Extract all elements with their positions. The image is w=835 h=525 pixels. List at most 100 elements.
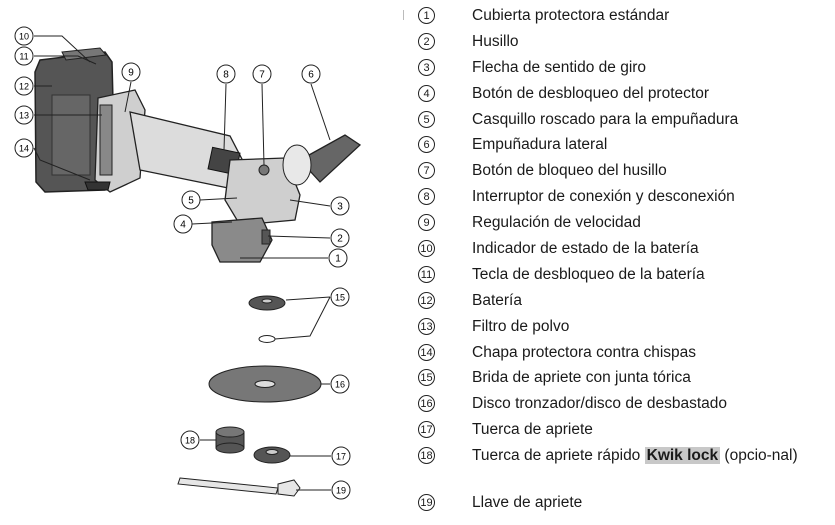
- legend-number: 18: [418, 447, 435, 465]
- callout-13: 13: [14, 105, 34, 125]
- callout-2: 2: [330, 228, 350, 248]
- legend-number: 12: [418, 291, 435, 309]
- legend-item-13: 13 Filtro de polvo: [418, 316, 818, 342]
- callout-11: 11: [14, 46, 34, 66]
- legend-text: Batería: [472, 291, 522, 309]
- side-handle-base-shape: [282, 144, 312, 186]
- svg-text:14: 14: [19, 144, 29, 154]
- callout-10: 10: [14, 26, 34, 46]
- callout-9: 9: [121, 62, 141, 82]
- legend-item-3: 3 Flecha de sentido de giro: [418, 57, 818, 83]
- callout-15: 15: [330, 287, 350, 307]
- svg-text:18: 18: [185, 436, 195, 446]
- parts-legend: 1 Cubierta protectora estándar 2 Husillo 3…: [418, 5, 818, 518]
- legend-item-6: 6 Empuñadura lateral: [418, 134, 818, 160]
- legend-number: 2: [418, 32, 435, 50]
- callout-1: 1: [328, 248, 348, 268]
- disc-drawing: [208, 365, 322, 403]
- spark-guard-shape: [84, 181, 111, 191]
- side-handle-shape: [298, 134, 362, 183]
- legend-text: Botón de bloqueo del husillo: [472, 162, 667, 180]
- legend-text: Botón de desbloqueo del protector: [472, 84, 709, 102]
- callout-12: 12: [14, 76, 34, 96]
- svg-text:4: 4: [180, 220, 186, 231]
- legend-text: Filtro de polvo: [472, 317, 570, 335]
- legend-text: Brida de apriete con junta tórica: [472, 369, 691, 387]
- svg-text:19: 19: [336, 486, 346, 496]
- legend-item-9: 9 Regulación de velocidad: [418, 212, 818, 238]
- svg-text:12: 12: [19, 82, 29, 92]
- svg-text:13: 13: [19, 111, 29, 121]
- nut-drawing: [253, 446, 291, 464]
- svg-text:8: 8: [223, 70, 229, 81]
- legend-item-7: 7 Botón de bloqueo del husillo: [418, 160, 818, 186]
- svg-text:17: 17: [336, 452, 346, 462]
- legend-text: Llave de apriete: [472, 494, 583, 512]
- legend-number: 9: [418, 214, 435, 232]
- svg-text:7: 7: [259, 70, 265, 81]
- legend-number: 10: [418, 240, 435, 258]
- legend-item-16: 16 Disco tronzador/disco de desbastado: [418, 393, 818, 419]
- legend-text: Tuerca de apriete: [472, 421, 593, 439]
- legend-text-continued: (opcio-nal): [720, 447, 798, 465]
- legend-number: 15: [418, 369, 435, 387]
- callout-4: 4: [173, 214, 193, 234]
- callout-14: 14: [14, 138, 34, 158]
- legend-number: 13: [418, 317, 435, 335]
- legend-number: 16: [418, 395, 435, 413]
- legend-text: Regulación de velocidad: [472, 214, 641, 232]
- svg-text:2: 2: [337, 234, 343, 245]
- callout-6: 6: [301, 64, 321, 84]
- kwik-lock-highlight: Kwik lock: [644, 447, 721, 465]
- legend-number: 14: [418, 343, 435, 361]
- legend-text: Casquillo roscado para la empuñadura: [472, 110, 739, 128]
- legend-text: Tecla de desbloqueo de la batería: [472, 265, 705, 283]
- legend-number: 5: [418, 110, 435, 128]
- callout-3: 3: [330, 196, 350, 216]
- legend-text: Husillo: [472, 32, 519, 50]
- flange-drawing: [248, 295, 286, 343]
- svg-text:16: 16: [335, 380, 345, 390]
- svg-text:10: 10: [19, 32, 29, 42]
- spindle-shape: [261, 229, 271, 245]
- callout-7: 7: [252, 64, 272, 84]
- svg-text:1: 1: [335, 254, 341, 265]
- legend-number: 7: [418, 162, 435, 180]
- svg-text:11: 11: [19, 52, 28, 62]
- legend-text: Flecha de sentido de giro: [472, 58, 647, 76]
- legend-text: Cubierta protectora estándar: [472, 7, 670, 24]
- legend-item-4: 4 Botón de desbloqueo del protector: [418, 83, 818, 109]
- grinder-drawing: [34, 47, 362, 263]
- callout-18: 18: [180, 430, 200, 450]
- legend-number: 6: [418, 136, 435, 154]
- legend-number: 3: [418, 58, 435, 76]
- legend-item-5: 5 Casquillo roscado para la empuñadura: [418, 109, 818, 135]
- legend-item-19: 19 Llave de apriete: [418, 492, 818, 518]
- kwik-lock-nut-drawing: [215, 426, 245, 454]
- callout-19: 19: [331, 480, 351, 500]
- legend-text: Disco tronzador/disco de desbastado: [472, 395, 728, 413]
- svg-text:5: 5: [188, 196, 194, 207]
- wrench-drawing: [177, 477, 301, 497]
- legend-number: 4: [418, 84, 435, 102]
- legend-text: Interruptor de conexión y desconexión: [472, 188, 735, 206]
- guard-shape: [211, 217, 273, 263]
- legend-number: 19: [418, 494, 435, 512]
- spindle-lock-shape: [258, 164, 270, 176]
- battery-label-shape: [51, 94, 91, 176]
- legend-number: 11: [418, 265, 435, 283]
- legend-number: 1: [418, 7, 435, 24]
- callout-lines: [33, 35, 331, 491]
- svg-text:9: 9: [128, 68, 134, 79]
- svg-text:3: 3: [337, 202, 343, 213]
- svg-text:6: 6: [308, 70, 314, 81]
- legend-text: Empuñadura lateral: [472, 136, 608, 154]
- callout-8: 8: [216, 64, 236, 84]
- exploded-view-illustration: 10 11 12 13 14 9 8 7 6 5 4 3 2 1 15 16 1…: [14, 26, 362, 500]
- battery-top-shape: [61, 47, 107, 61]
- svg-text:15: 15: [335, 293, 345, 303]
